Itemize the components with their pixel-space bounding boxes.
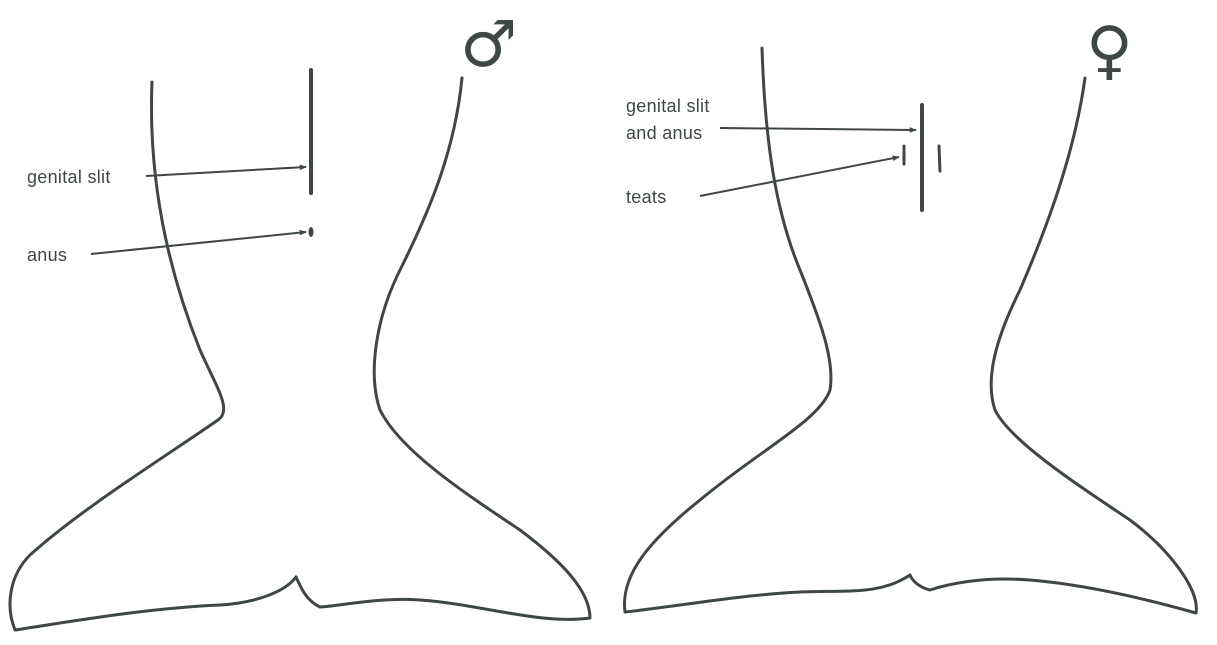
female-genital-slit-arrow [720,128,916,130]
female-body-outline-right [910,78,1196,613]
female-panel: genital slit and anus teats ♀ [624,14,1196,613]
male-anus-arrow [91,232,306,254]
male-anus-label: anus [27,245,67,265]
female-teats-arrow [700,157,899,196]
female-genital-slit-label-line2: and anus [626,123,702,143]
male-body-outline-right [296,78,590,619]
female-teats-label: teats [626,187,667,207]
male-panel: genital slit anus ♂ [10,8,590,630]
male-symbol-icon: ♂ [460,8,517,82]
male-body-outline-left [10,82,296,630]
male-anus [309,227,314,237]
female-symbol-icon: ♀ [1086,14,1133,88]
male-genital-slit-label: genital slit [27,167,111,187]
male-genital-slit-arrow [146,167,306,176]
female-genital-slit-label-line1: genital slit [626,96,710,116]
female-teat-right [939,146,940,171]
